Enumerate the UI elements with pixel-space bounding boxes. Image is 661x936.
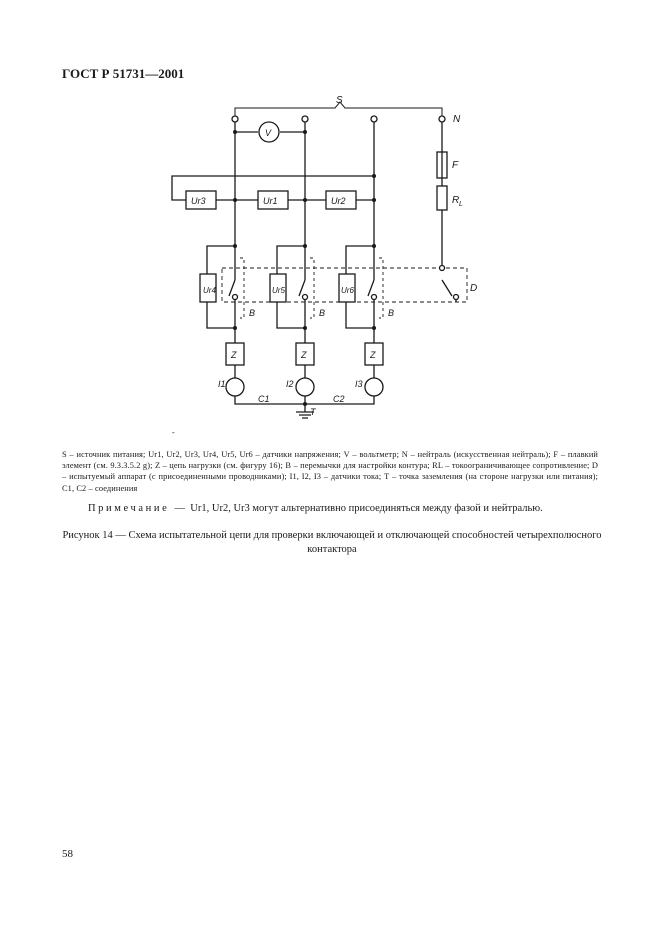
label-ur2: Ur2 (331, 196, 346, 206)
label-bridge-2: B (319, 308, 325, 318)
label-resistor-sub: L (459, 201, 463, 208)
figure-caption: Рисунок 14 — Схема испытательной цепи дл… (62, 530, 602, 555)
note-prefix: Примечание — (88, 503, 188, 514)
label-ur1: Ur1 (263, 196, 278, 206)
note-text: Ur1, Ur2, Ur3 могут альтернативно присое… (190, 503, 543, 514)
page-number: 58 (62, 848, 73, 860)
label-i1: I1 (218, 379, 226, 389)
test-circuit-diagram: S N V F R L Ur3 Ur1 Ur2 Ur4 Ur5 Ur6 B B … (171, 95, 477, 419)
document-header: ГОСТ Р 51731—2001 (62, 66, 185, 81)
label-i2: I2 (286, 379, 294, 389)
label-ur6: Ur6 (341, 286, 354, 295)
sensor-ur5 (269, 273, 287, 303)
label-c1: C1 (258, 394, 270, 404)
label-ur3: Ur3 (191, 196, 206, 206)
label-ur4: Ur4 (203, 286, 216, 295)
label-fuse: F (452, 160, 459, 171)
label-neutral: N (453, 114, 461, 125)
stray-mark: - (172, 428, 175, 437)
figure-legend: S – источник питания; Ur1, Ur2, Ur3, Ur4… (62, 450, 598, 493)
label-bridge-3: B (388, 308, 394, 318)
label-bridge-1: B (249, 308, 255, 318)
label-device: D (470, 283, 477, 294)
label-c2: C2 (333, 394, 345, 404)
label-load-2: Z (300, 350, 307, 360)
label-ground: T (310, 407, 317, 417)
label-resistor: R (452, 195, 459, 206)
figure-note: Примечание — Ur1, Ur2, Ur3 могут альтерн… (88, 503, 608, 514)
label-source: S (336, 95, 343, 106)
sensor-ur4 (199, 273, 217, 303)
label-voltmeter: V (265, 128, 272, 138)
voltmeter-symbol (258, 121, 280, 143)
resistor-symbol (436, 185, 448, 211)
label-load-3: Z (369, 350, 376, 360)
label-ur5: Ur5 (272, 286, 285, 295)
label-load-1: Z (230, 350, 237, 360)
label-i3: I3 (355, 379, 363, 389)
